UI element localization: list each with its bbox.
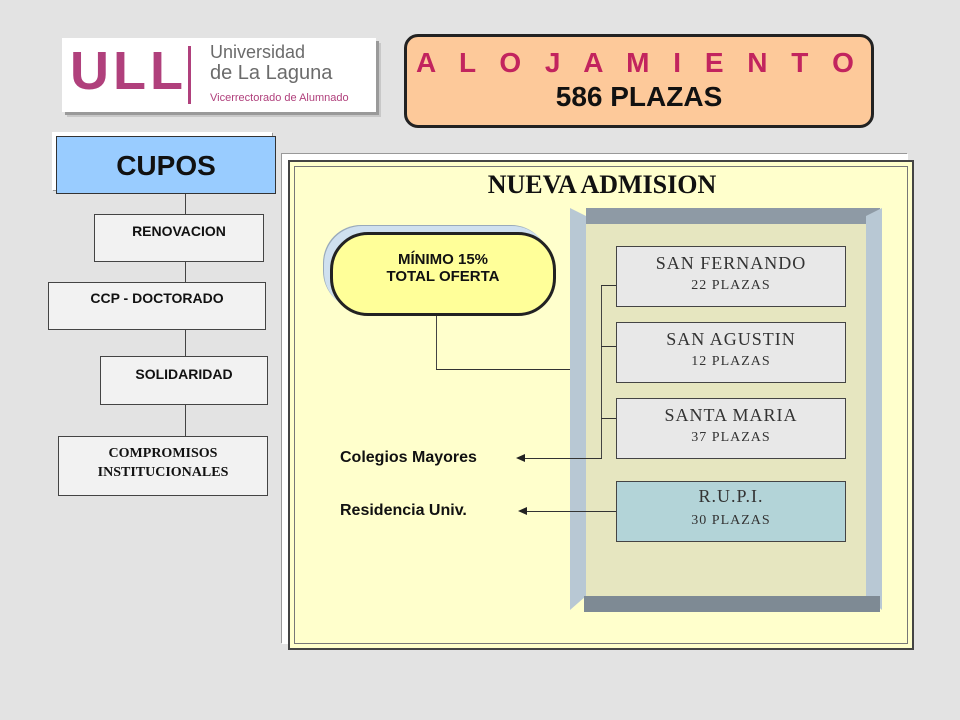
connector <box>185 405 186 436</box>
panel-title: NUEVA ADMISION <box>487 170 717 199</box>
logo-line-2: de La Laguna <box>210 62 333 84</box>
logo-mark: ULL <box>70 41 187 101</box>
residence-box-san-agustin: SAN AGUSTIN 12 PLAZAS <box>616 322 846 383</box>
compromisos-box: COMPROMISOS INSTITUCIONALES <box>58 436 268 496</box>
logo-line-3: Vicerrectorado de Alumnado <box>210 92 349 104</box>
residence-box-san-fernando: SAN FERNANDO 22 PLAZAS <box>616 246 846 307</box>
connector <box>436 369 570 370</box>
connector <box>185 194 186 214</box>
renovacion-box: RENOVACION <box>94 214 264 262</box>
minimum-line-1: MÍNIMO 15% <box>397 251 488 268</box>
colegios-arrow-line <box>524 458 602 459</box>
bracket-line <box>601 418 617 419</box>
compromisos-line-2: INSTITUCIONALES <box>97 465 229 480</box>
colegios-mayores-label: Colegios Mayores <box>340 449 477 466</box>
frame-right <box>866 208 882 610</box>
connector <box>185 330 186 356</box>
residence-name: R.U.P.I. <box>698 486 764 506</box>
solidaridad-box: SOLIDARIDAD <box>100 356 268 405</box>
residencia-univ-label: Residencia Univ. <box>340 502 467 519</box>
university-logo: ULL Universidad de La Laguna Vicerrector… <box>62 38 376 112</box>
frame-left <box>570 208 586 610</box>
minimum-line-2: TOTAL OFERTA <box>386 268 500 285</box>
ccp-doctorado-box: CCP - DOCTORADO <box>48 282 266 330</box>
frame-top <box>586 208 880 224</box>
residence-name: SANTA MARIA <box>664 405 798 425</box>
title-line-1: A L O J A M I E N T O <box>416 47 862 78</box>
bracket-line <box>601 285 602 458</box>
connector <box>436 316 437 369</box>
frame-bottom <box>584 596 880 612</box>
connector <box>185 262 186 282</box>
title-box: A L O J A M I E N T O 586 PLAZAS <box>404 34 874 128</box>
arrow-left-icon <box>518 507 527 515</box>
compromisos-line-1: COMPROMISOS <box>108 446 218 461</box>
residence-places: 12 PLAZAS <box>691 354 771 369</box>
cupos-header: CUPOS <box>56 136 276 194</box>
minimum-quota-pill: MÍNIMO 15% TOTAL OFERTA <box>330 232 556 316</box>
panel-inner-border <box>294 166 908 644</box>
title-line-2: 586 PLAZAS <box>555 81 723 112</box>
bracket-line <box>601 346 617 347</box>
residencia-arrow-line <box>526 511 616 512</box>
residence-name: SAN FERNANDO <box>655 253 807 273</box>
residence-places: 22 PLAZAS <box>691 278 771 293</box>
residence-places: 30 PLAZAS <box>691 513 771 528</box>
logo-line-1: Universidad <box>210 42 306 62</box>
bracket-line <box>601 285 617 286</box>
logo-divider <box>188 46 191 104</box>
residence-box-rupi: R.U.P.I. 30 PLAZAS <box>616 481 846 542</box>
residence-name: SAN AGUSTIN <box>666 329 796 349</box>
arrow-left-icon <box>516 454 525 462</box>
residence-box-santa-maria: SANTA MARIA 37 PLAZAS <box>616 398 846 459</box>
residence-places: 37 PLAZAS <box>691 430 771 445</box>
